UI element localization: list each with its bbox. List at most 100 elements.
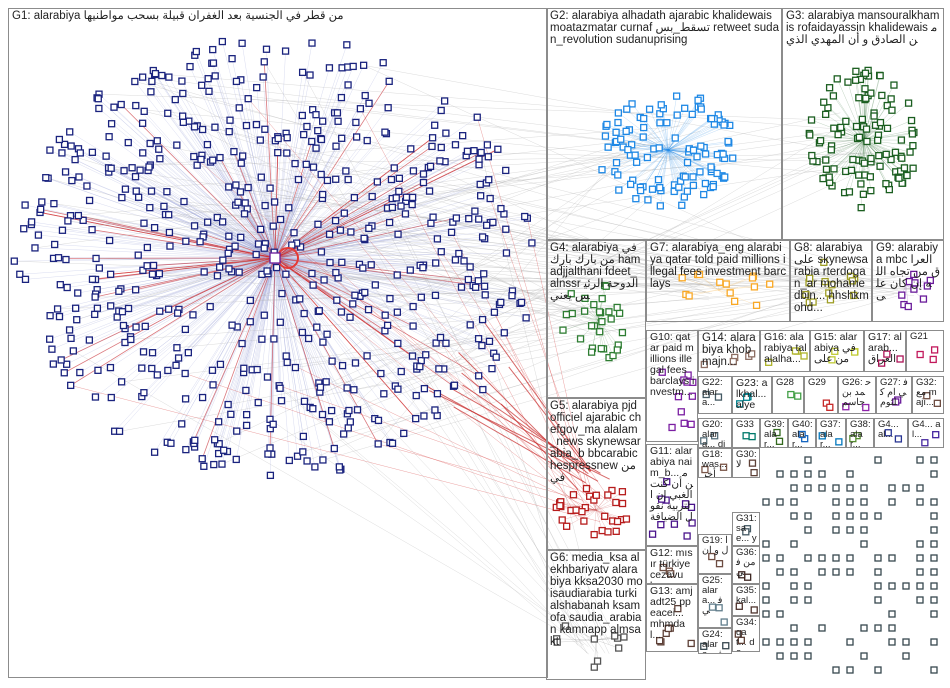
network-node <box>832 568 840 576</box>
network-edge <box>274 213 406 259</box>
network-node <box>436 157 444 165</box>
network-node <box>447 228 456 236</box>
network-node <box>614 171 622 179</box>
network-node <box>580 517 588 525</box>
network-node <box>663 119 671 127</box>
network-edge <box>222 221 276 259</box>
network-node <box>338 134 346 142</box>
network-node <box>790 512 798 520</box>
network-node <box>877 359 886 367</box>
network-node <box>722 642 730 650</box>
network-edge <box>863 130 913 141</box>
network-node <box>607 315 615 323</box>
network-node <box>270 335 278 343</box>
network-edge <box>99 93 877 122</box>
network-node <box>860 484 868 492</box>
network-node <box>474 277 482 285</box>
network-node <box>285 456 293 465</box>
group-box-g1: G1: alarabiya من قطر في الجنسية بعد الغف… <box>8 8 548 678</box>
network-node <box>748 350 756 358</box>
network-node <box>608 486 616 495</box>
network-node <box>827 146 835 154</box>
network-edge <box>593 509 597 535</box>
network-edge <box>135 257 276 328</box>
network-node <box>466 321 474 329</box>
network-node <box>663 478 671 486</box>
network-node <box>632 158 641 166</box>
network-edge <box>274 238 485 259</box>
network-node <box>826 403 834 411</box>
network-node <box>834 130 842 139</box>
network-edge <box>125 188 276 259</box>
network-node <box>833 75 841 83</box>
network-node <box>235 268 243 276</box>
network-node <box>483 141 492 149</box>
network-node <box>724 137 732 146</box>
network-node <box>626 180 635 189</box>
network-node <box>277 397 286 405</box>
network-edge <box>274 257 462 288</box>
network-node <box>459 132 467 140</box>
network-node <box>790 470 798 478</box>
network-node <box>654 176 663 184</box>
network-edge <box>453 406 586 484</box>
network-node <box>160 202 168 211</box>
network-node <box>708 603 717 611</box>
network-node <box>604 528 612 536</box>
network-node <box>317 170 325 179</box>
network-edge <box>261 177 276 259</box>
network-node <box>896 355 904 363</box>
network-edge <box>274 152 482 259</box>
group-label: G20: alara... diefs... <box>702 419 726 448</box>
network-node <box>124 138 132 147</box>
network-edge <box>176 144 276 259</box>
network-node <box>861 69 870 77</box>
network-node <box>617 135 625 143</box>
network-node <box>140 107 148 115</box>
network-node <box>677 408 685 416</box>
network-node <box>259 73 267 81</box>
network-node <box>477 192 485 200</box>
network-node <box>148 364 156 373</box>
network-node <box>242 386 250 395</box>
network-edge <box>805 284 831 295</box>
network-node <box>876 118 885 127</box>
group-box-g20: G20: alara... diefs... <box>698 418 732 448</box>
group-label: G29 <box>808 377 826 388</box>
network-node <box>930 512 938 520</box>
network-edge <box>240 143 674 238</box>
network-edge <box>274 257 386 332</box>
network-node <box>320 276 328 284</box>
network-node <box>888 582 896 590</box>
group-box-g28: G28 <box>772 376 804 414</box>
network-node <box>822 156 830 164</box>
network-node <box>193 161 201 169</box>
network-edge <box>416 365 588 654</box>
network-node <box>94 95 102 103</box>
network-edge <box>235 136 663 186</box>
network-node <box>720 121 728 129</box>
network-node <box>166 242 174 250</box>
network-node <box>107 120 116 128</box>
network-node <box>656 119 664 127</box>
network-node <box>203 140 212 149</box>
network-node <box>818 484 826 492</box>
network-edge <box>134 81 276 259</box>
network-node <box>613 517 622 526</box>
network-edge <box>256 124 276 259</box>
group-label: G4... al... <box>912 419 941 440</box>
network-node <box>597 344 605 353</box>
network-node <box>578 508 586 516</box>
network-node <box>419 178 428 187</box>
network-node <box>299 448 307 456</box>
network-node <box>218 460 226 468</box>
network-node <box>502 166 510 175</box>
network-node <box>312 144 320 152</box>
network-edge <box>274 257 500 305</box>
network-node <box>689 146 698 154</box>
network-node <box>846 498 854 506</box>
network-node <box>332 175 340 183</box>
network-node <box>276 318 284 326</box>
network-node <box>336 226 345 234</box>
network-node <box>361 288 369 297</box>
